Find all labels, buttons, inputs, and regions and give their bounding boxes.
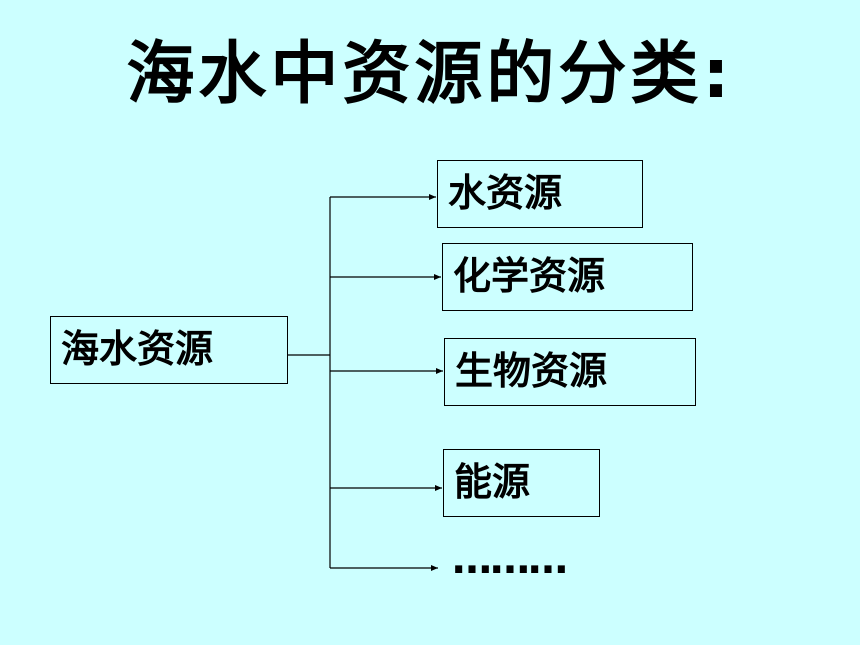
root-node-seawater-resources: 海水资源 [50,316,288,384]
node-water-resources: 水资源 [437,160,643,228]
node-label: 化学资源 [453,254,606,298]
node-label: 水资源 [448,171,563,215]
node-chemical-resources: 化学资源 [442,243,693,311]
node-energy: 能源 [443,449,600,517]
node-label: 能源 [454,460,531,504]
node-more-ellipsis: ……… [452,537,568,583]
node-label: 生物资源 [455,349,608,393]
node-biological-resources: 生物资源 [444,338,696,406]
page-title: 海水中资源的分类: [126,35,734,114]
root-node-label: 海水资源 [61,327,214,371]
